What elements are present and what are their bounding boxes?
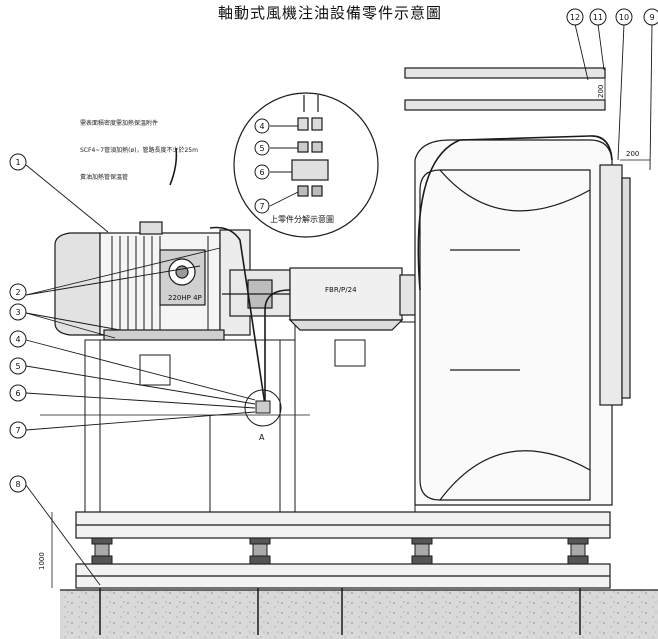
callout-10: 10 [619,13,629,22]
detail-marker [244,389,282,427]
leader-lines [25,23,653,586]
detail-bubble [233,92,379,238]
top-note: 需表面積密度需加熱保溫附件 SCF4~7管須加熱(ø)，管路長度不少於25m 黃… [80,101,198,200]
callout-11: 11 [593,13,603,22]
callout-12: 12 [570,13,580,22]
detail-callout-7: 7 [259,202,264,211]
callout-9: 9 [649,13,654,22]
note-line-1: 需表面積密度需加熱保溫附件 [80,120,159,127]
callout-1: 1 [15,158,20,167]
ground-slab [60,590,658,639]
callout-5: 5 [15,362,20,371]
fan-support [294,321,416,513]
detail-marker-label: A [259,433,265,442]
bearing-label: FBR/P/24 [325,286,357,294]
detail-caption: 上零件分解示意圖 [270,214,334,224]
note-line-2: SCF4~7管須加熱(ø)，管路長度不少於25m [80,147,198,154]
detail-callout-4: 4 [259,122,264,131]
dim-top: 200 [597,85,605,98]
spring-isolators [91,537,589,565]
diagram-title: 軸動式風機注油設備零件示意圖 [217,4,442,22]
callout-bubbles [9,8,658,493]
oil-tubing [169,135,613,406]
motor-plate-label: 220HP 4P [168,294,202,302]
dimension-lines [51,70,650,588]
coupling-shaft [222,269,440,317]
electric-motor [54,221,251,341]
callout-6: 6 [15,389,20,398]
note-line-3: 黃油加熱管保溫管 [80,174,129,181]
callout-8: 8 [15,480,20,489]
callout-7: 7 [15,426,20,435]
anchor-bolts [99,588,581,635]
dim-base: 1000 [38,552,46,570]
detail-callout-5: 5 [259,144,264,153]
callout-4: 4 [15,335,20,344]
detail-callout-6: 6 [259,168,264,177]
fan-housing [404,67,631,506]
callout-2: 2 [15,288,20,297]
dim-side: 200 [626,150,639,158]
base-frame [75,511,611,589]
callout-3: 3 [15,308,20,317]
